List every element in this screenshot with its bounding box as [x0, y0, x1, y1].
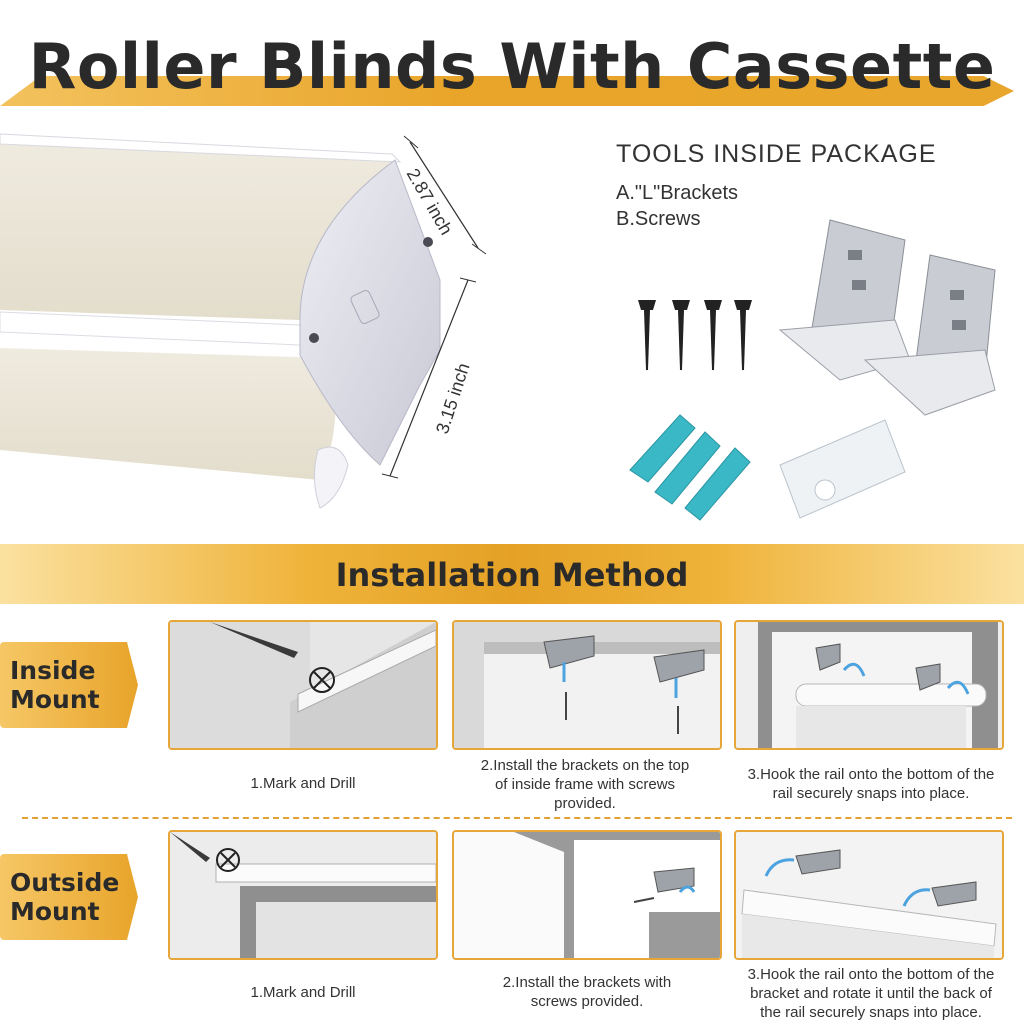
inside-mount-label-line1: Inside	[10, 656, 96, 685]
inside-step-2-image	[452, 620, 722, 750]
inside-step-1-caption: 1.Mark and Drill	[250, 775, 356, 792]
inside-step-1-image	[168, 620, 438, 750]
inside-mount-label-line2: Mount	[10, 685, 100, 714]
tools-heading: TOOLS INSIDE PACKAGE	[616, 140, 937, 168]
outside-mount-label-line2: Mount	[10, 897, 100, 926]
page-title: Roller Blinds With Cassette	[28, 30, 996, 103]
clear-clip-icon	[779, 419, 906, 519]
screw-icon	[638, 300, 752, 370]
inside-step-3-caption: 3.Hook the rail onto the bottom of the r…	[747, 766, 995, 802]
installation-ribbon	[0, 544, 1024, 604]
outside-step-1-image	[168, 830, 438, 960]
wall-anchor-icon	[629, 414, 751, 521]
l-bracket-icon	[778, 219, 996, 416]
outside-step-2-image	[452, 830, 722, 960]
outside-mount-label-line1: Outside	[10, 868, 120, 897]
tools-image	[629, 219, 996, 521]
outside-step-3-caption: 3.Hook the rail onto the bottom of the b…	[747, 966, 995, 1021]
tools-item-screws: B.Screws	[616, 208, 701, 230]
outside-step-1-caption: 1.Mark and Drill	[250, 984, 356, 1001]
outside-mount-label: Outside Mount	[0, 854, 138, 940]
cassette-product-image	[0, 133, 487, 509]
title-ribbon	[0, 76, 1014, 106]
inside-step-2-caption: 2.Install the brackets on the top of ins…	[480, 757, 690, 812]
inside-mount-label: Inside Mount	[0, 642, 138, 728]
inside-step-3-image	[734, 620, 1004, 750]
section-divider	[22, 817, 1012, 819]
tools-item-brackets: A."L"Brackets	[616, 182, 739, 204]
outside-step-2-caption: 2.Install the brackets with screws provi…	[502, 974, 672, 1010]
outside-step-3-image	[734, 830, 1004, 960]
installation-heading: Installation Method	[335, 556, 689, 594]
